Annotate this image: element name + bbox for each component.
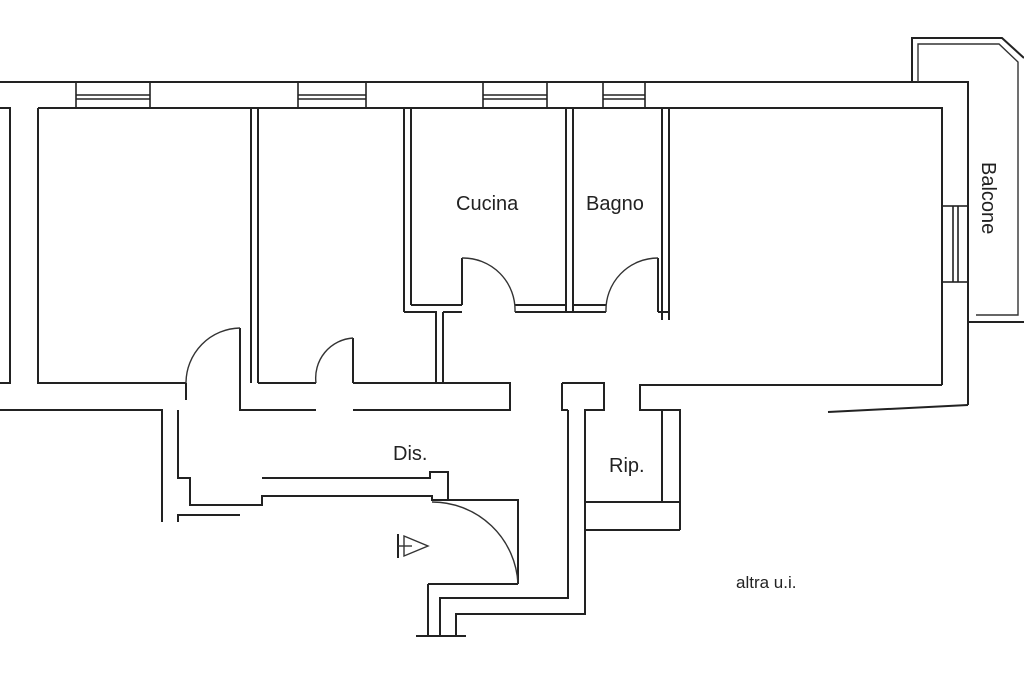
windows — [75, 81, 969, 283]
interior-walls — [177, 108, 680, 637]
label-hallway: Dis. — [393, 443, 427, 465]
label-storage: Rip. — [609, 455, 645, 477]
label-balcony: Balcone — [977, 162, 999, 234]
door-swings — [185, 257, 659, 585]
balcony — [911, 37, 1024, 323]
label-bathroom: Bagno — [586, 193, 644, 215]
outer-walls — [0, 81, 969, 530]
label-other-unit: altra u.i. — [736, 573, 796, 592]
label-kitchen: Cucina — [456, 193, 519, 215]
entrance-arrow-icon — [397, 534, 430, 558]
